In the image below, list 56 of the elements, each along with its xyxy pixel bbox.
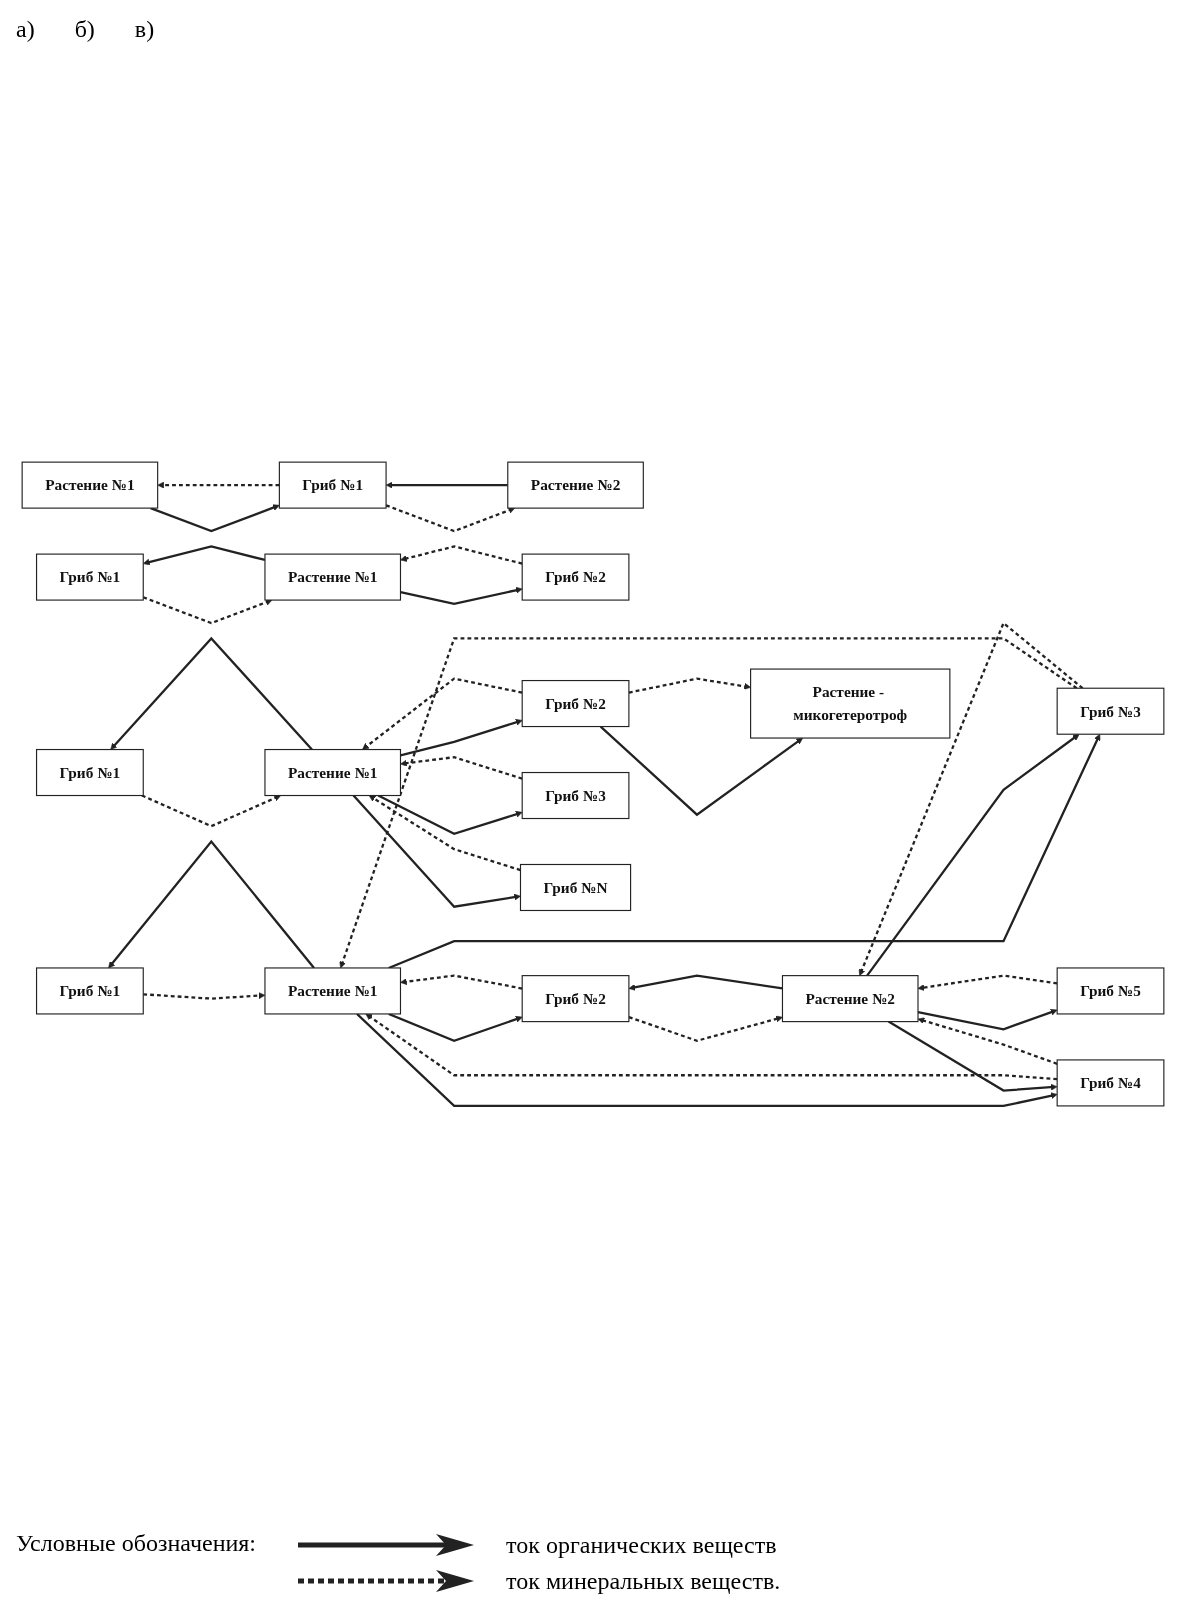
node-box: Гриб №1 — [278, 462, 387, 510]
node-box: Гриб №3 — [1056, 688, 1165, 736]
node-box: Гриб №5 — [1056, 967, 1165, 1015]
arrow — [917, 1009, 1058, 1031]
legend-text: ток минеральных веществ. — [506, 1567, 781, 1595]
arrow — [142, 596, 273, 625]
node-box: Гриб №2 — [521, 975, 630, 1023]
arrow — [157, 482, 280, 489]
node-box: Гриб №3 — [521, 772, 630, 820]
node-box: Гриб №1 — [35, 967, 144, 1015]
node-box: Растение - микогетеротроф — [750, 668, 951, 740]
panel-label: а) — [16, 16, 35, 43]
arrow — [385, 504, 516, 533]
arrow — [368, 795, 521, 872]
arrow — [858, 621, 1084, 977]
arrow — [352, 795, 521, 909]
arrow — [628, 974, 783, 992]
legend-title: Условные обозначения: — [16, 1530, 257, 1556]
arrow — [388, 734, 1101, 970]
node-box: Гриб №2 — [521, 554, 630, 602]
arrow — [388, 1013, 523, 1043]
node-box: Гриб №N — [519, 864, 632, 912]
node-box: Гриб №1 — [35, 749, 144, 797]
node-box: Растение №1 — [264, 554, 402, 602]
arrow — [400, 719, 523, 757]
arrow — [917, 974, 1058, 992]
legend-text: ток органических веществ — [506, 1531, 777, 1559]
arrow — [110, 637, 313, 751]
arrow — [887, 1021, 1058, 1093]
panel-label: в) — [134, 16, 155, 43]
arrow — [339, 637, 1078, 969]
node-box: Гриб №2 — [521, 680, 630, 728]
arrow — [628, 1016, 783, 1043]
arrow — [866, 734, 1080, 977]
arrow — [400, 756, 523, 781]
arrow — [628, 677, 751, 695]
panel-label: б) — [74, 16, 95, 43]
arrow — [917, 1017, 1058, 1066]
node-box: Гриб №1 — [35, 554, 144, 602]
node-box: Растение №1 — [21, 462, 159, 510]
arrow — [150, 504, 280, 533]
arrow — [362, 677, 523, 751]
arrow — [108, 840, 315, 970]
arrow — [400, 587, 523, 606]
node-box: Растение №2 — [507, 462, 644, 510]
arrow — [400, 974, 523, 991]
arrow — [400, 545, 523, 566]
arrow — [377, 794, 523, 836]
node-box: Гриб №4 — [1056, 1059, 1165, 1107]
node-box: Растение №2 — [781, 975, 919, 1023]
arrow — [356, 1013, 1058, 1108]
node-box: Растение №1 — [264, 967, 402, 1015]
arrow — [365, 1014, 1058, 1081]
node-box: Растение №1 — [264, 749, 402, 797]
arrow — [599, 726, 803, 817]
arrow — [141, 794, 281, 828]
